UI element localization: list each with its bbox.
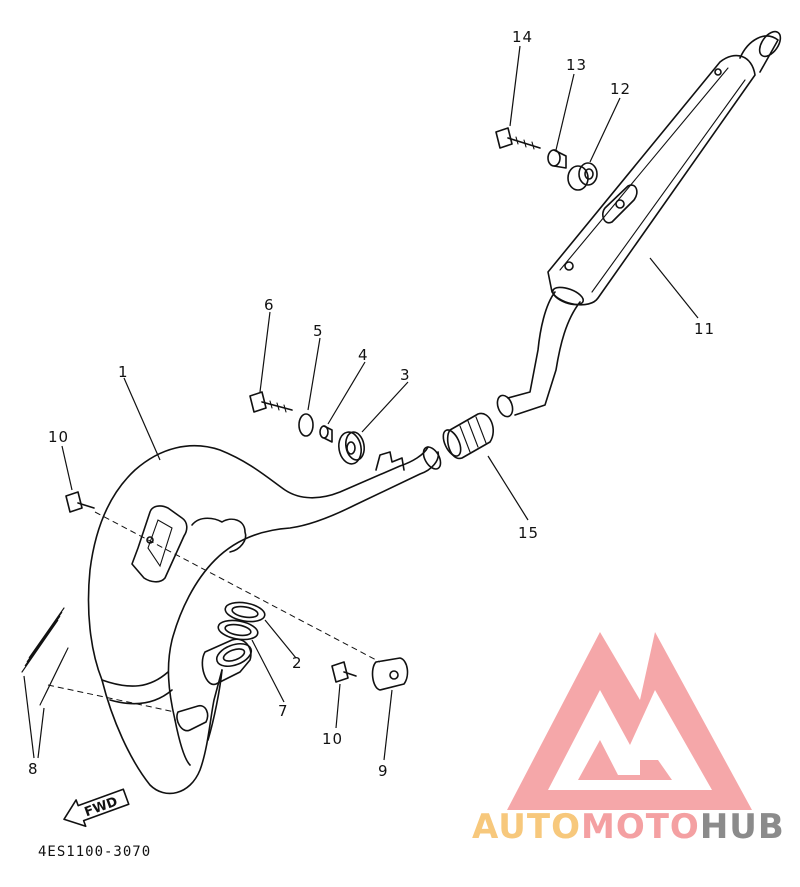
callout-4: 4 xyxy=(358,346,369,364)
callout-2: 2 xyxy=(292,654,303,672)
collar-part-4 xyxy=(319,425,333,443)
damper-part-3 xyxy=(338,431,365,465)
callout-13: 13 xyxy=(566,56,587,74)
spring-part-8 xyxy=(21,607,69,706)
callout-15: 15 xyxy=(518,524,539,542)
callout-12: 12 xyxy=(610,80,631,98)
callout-8: 8 xyxy=(28,760,39,778)
bolt-part-6 xyxy=(249,391,293,413)
gasket-part-2 xyxy=(224,601,266,623)
fwd-label: FWD xyxy=(83,794,120,820)
watermark-word-hub: HUB xyxy=(700,807,785,847)
collar-part-13 xyxy=(547,149,567,169)
callout-5: 5 xyxy=(313,322,324,340)
alignment-lines xyxy=(47,511,381,713)
damper-part-12 xyxy=(567,162,598,191)
leader-lines xyxy=(23,45,699,761)
gasket-part-7 xyxy=(217,619,259,641)
callout-14: 14 xyxy=(512,28,533,46)
muffler-part-11 xyxy=(496,30,782,418)
forward-arrow: FWD xyxy=(63,788,130,828)
bolt-part-10-lower xyxy=(331,661,357,683)
callout-1: 1 xyxy=(118,363,129,381)
bracket-part-9 xyxy=(371,657,409,691)
diagram-code: 4ES1100-3070 xyxy=(38,844,151,860)
washer-part-5 xyxy=(298,413,314,437)
callout-7: 7 xyxy=(278,702,289,720)
callout-9: 9 xyxy=(378,762,389,780)
callout-3: 3 xyxy=(400,366,411,384)
watermark-word-moto: MOTO xyxy=(581,807,700,847)
callout-6: 6 xyxy=(264,296,275,314)
bolt-part-10-upper xyxy=(65,491,95,513)
bolt-part-14 xyxy=(495,127,541,150)
callout-10-upper: 10 xyxy=(48,428,69,446)
watermark-text: AUTOMOTOHUB xyxy=(472,807,785,847)
watermark-word-auto: AUTO xyxy=(472,807,581,847)
joint-part-15 xyxy=(442,412,494,460)
callout-10-lower: 10 xyxy=(322,730,343,748)
callout-labels: 1 2 3 4 5 6 7 8 9 10 10 11 12 13 14 15 xyxy=(28,28,715,780)
exhaust-pipe-part-1 xyxy=(87,444,442,795)
watermark-logo xyxy=(507,632,752,810)
callout-11: 11 xyxy=(694,320,715,338)
